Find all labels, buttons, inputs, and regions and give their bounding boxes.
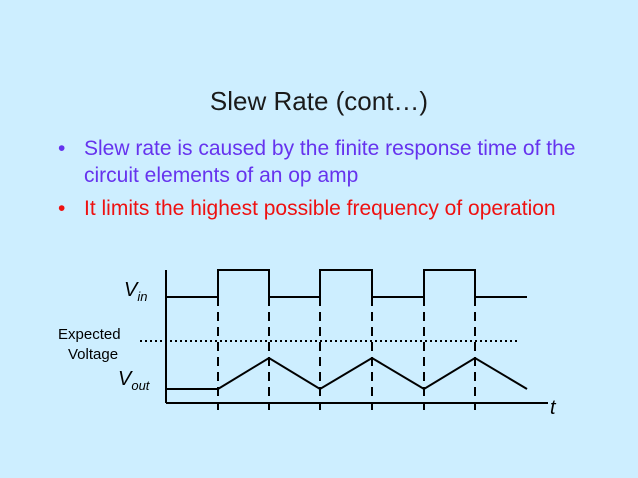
bullet-item-1: • Slew rate is caused by the finite resp… (58, 135, 618, 189)
expected-label-line1: Expected (58, 326, 121, 343)
bullet-text-2: It limits the highest possible frequency… (84, 197, 556, 220)
vin-label: Vin (124, 279, 147, 304)
vin-square-wave (166, 269, 527, 298)
expected-label-line2: Voltage (68, 346, 118, 363)
vout-label: Vout (118, 368, 151, 393)
bullet-dot: • (58, 197, 66, 220)
vout-triangle-wave (166, 356, 528, 391)
slide-title: Slew Rate (cont…) (209, 86, 429, 116)
bullet-item-2: • It limits the highest possible frequen… (58, 195, 618, 222)
bullet-text-1: Slew rate is caused by the finite respon… (84, 137, 576, 187)
bullet-dot: • (58, 137, 66, 160)
time-axis-label: t (550, 397, 557, 419)
bullet-list: • Slew rate is caused by the finite resp… (58, 135, 618, 228)
